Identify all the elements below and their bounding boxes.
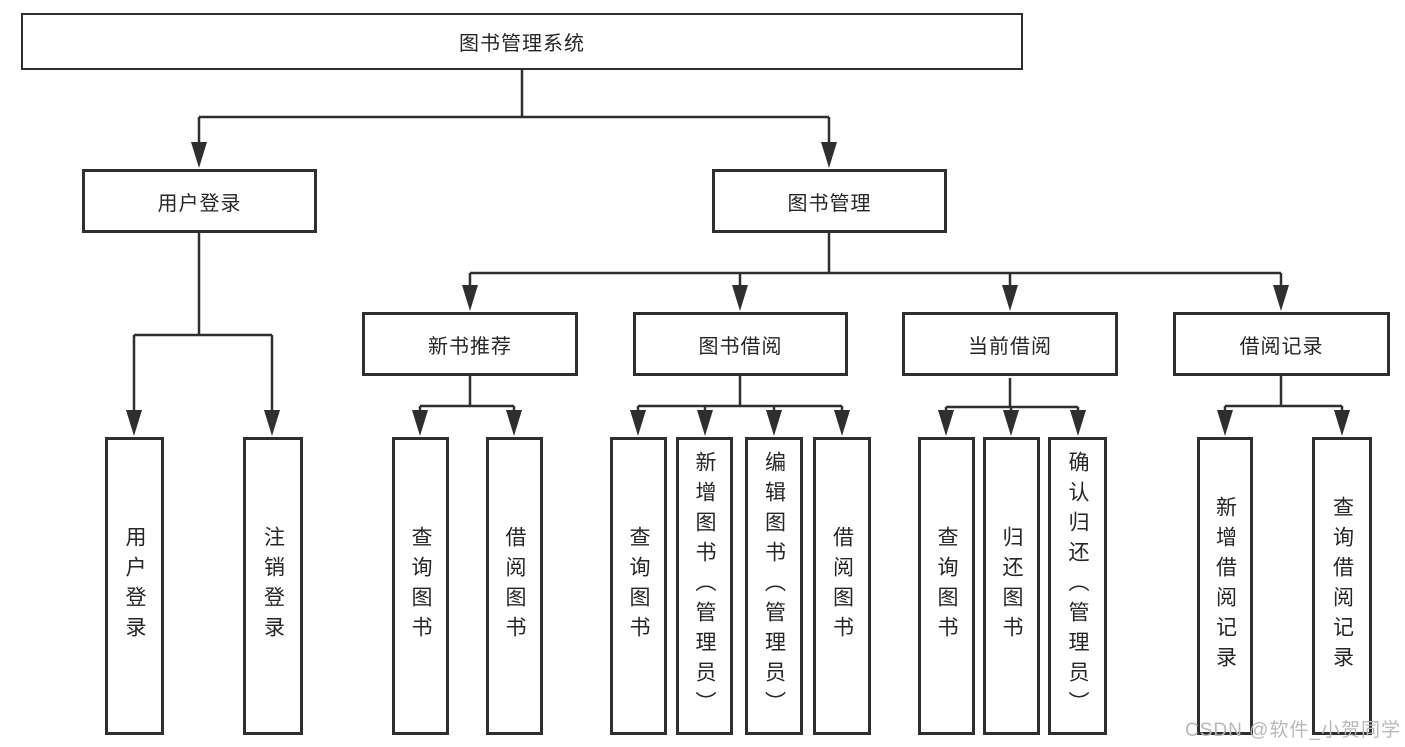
leaf-label: 新增借阅记录 (1213, 496, 1237, 676)
node-new-book-recommend: 新书推荐 (362, 312, 578, 376)
leaf-label: 查询图书 (409, 526, 432, 646)
node-label: 图书管理系统 (459, 33, 585, 55)
node-book-management: 图书管理 (712, 169, 947, 233)
leaf-query-books-recommend: 查询图书 (392, 437, 449, 735)
leaf-label: 确认归还（管理员） (1066, 451, 1089, 721)
leaf-confirm-return-admin: 确认归还（管理员） (1048, 437, 1107, 735)
leaf-label: 新增图书（管理员） (693, 451, 716, 721)
leaf-label: 编辑图书（管理员） (762, 451, 786, 721)
leaf-label: 查询图书 (627, 526, 650, 646)
node-label: 图书管理 (787, 192, 872, 215)
node-user-login: 用户登录 (82, 169, 317, 233)
node-label: 当前借阅 (968, 335, 1052, 358)
leaf-label: 借阅图书 (830, 526, 854, 646)
leaf-borrow-books: 借阅图书 (813, 437, 871, 735)
leaf-logout: 注销登录 (243, 437, 303, 735)
leaf-user-login: 用户登录 (105, 437, 164, 735)
node-book-borrow: 图书借阅 (633, 312, 848, 376)
leaf-edit-books-admin: 编辑图书（管理员） (745, 437, 803, 735)
leaf-borrow-books-recommend: 借阅图书 (486, 437, 543, 735)
leaf-query-borrow-record: 查询借阅记录 (1312, 437, 1372, 735)
node-current-borrow: 当前借阅 (902, 312, 1118, 376)
leaf-label: 借阅图书 (503, 526, 526, 646)
leaf-query-books-borrow: 查询图书 (610, 437, 667, 735)
leaf-add-books-admin: 新增图书（管理员） (676, 437, 733, 735)
node-borrow-records: 借阅记录 (1173, 312, 1390, 376)
node-library-management-system: 图书管理系统 (21, 13, 1023, 70)
leaf-label: 查询借阅记录 (1330, 496, 1354, 676)
leaf-query-books-current: 查询图书 (918, 437, 975, 735)
node-label: 图书借阅 (698, 335, 783, 358)
node-label: 用户登录 (157, 192, 242, 215)
leaf-return-books: 归还图书 (983, 437, 1040, 735)
watermark-text: CSDN @软件_小贺同学 (1185, 720, 1401, 741)
leaf-add-borrow-record: 新增借阅记录 (1197, 437, 1253, 735)
node-label: 新书推荐 (428, 335, 512, 358)
node-label: 借阅记录 (1239, 335, 1324, 358)
leaf-label: 查询图书 (935, 526, 958, 646)
leaf-label: 归还图书 (1000, 526, 1023, 646)
leaf-label: 注销登录 (261, 526, 285, 646)
leaf-label: 用户登录 (123, 526, 146, 646)
